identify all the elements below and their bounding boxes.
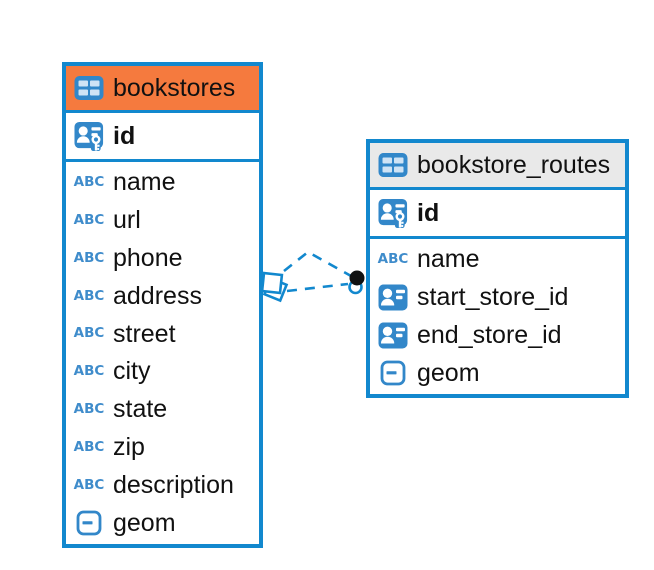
- column-row[interactable]: ABC city: [66, 353, 259, 391]
- table-title: bookstores: [113, 73, 236, 102]
- column-name: geom: [417, 358, 480, 387]
- geometry-type-icon: [72, 510, 106, 536]
- column-row[interactable]: ABC name: [66, 164, 259, 202]
- column-row[interactable]: ABC phone: [66, 240, 259, 278]
- text-type-icon: ABC: [73, 287, 105, 304]
- entity-bookstore-routes[interactable]: bookstore_routes id ABC name: [366, 139, 629, 398]
- table-icon: [377, 152, 409, 178]
- one-end-marker[interactable]: [348, 270, 365, 295]
- column-list: ABC name start_store_id: [370, 239, 625, 394]
- column-row-pk[interactable]: id: [66, 113, 259, 162]
- column-name: url: [113, 206, 141, 235]
- column-row[interactable]: ABC url: [66, 202, 259, 240]
- column-name: name: [417, 245, 480, 274]
- column-name: id: [113, 121, 136, 150]
- column-row[interactable]: ABC state: [66, 391, 259, 429]
- text-type-icon: ABC: [73, 325, 105, 342]
- column-row[interactable]: ABC name: [370, 241, 625, 279]
- column-name: id: [417, 198, 440, 227]
- table-icon: [73, 75, 105, 101]
- column-name: geom: [113, 508, 176, 537]
- foreign-key-icon: [376, 322, 410, 349]
- column-row[interactable]: ABC street: [66, 315, 259, 353]
- geometry-type-icon: [376, 360, 410, 386]
- column-row[interactable]: geom: [370, 354, 625, 392]
- column-name: phone: [113, 243, 183, 272]
- many-end-marker[interactable]: [260, 271, 289, 303]
- text-type-icon: ABC: [377, 251, 409, 268]
- text-type-icon: ABC: [73, 211, 105, 228]
- column-name: street: [113, 319, 176, 348]
- table-header-bookstore-routes[interactable]: bookstore_routes: [370, 143, 625, 190]
- foreign-key-icon: [376, 284, 410, 311]
- text-type-icon: ABC: [73, 174, 105, 191]
- table-title: bookstore_routes: [417, 150, 611, 179]
- column-row[interactable]: start_store_id: [370, 279, 625, 317]
- table-header-bookstores[interactable]: bookstores: [66, 66, 259, 113]
- text-type-icon: ABC: [73, 400, 105, 417]
- text-type-icon: ABC: [73, 363, 105, 380]
- column-list: ABC name ABC url ABC phone ABC address A…: [66, 162, 259, 544]
- column-row[interactable]: ABC zip: [66, 429, 259, 467]
- column-row[interactable]: ABC address: [66, 277, 259, 315]
- column-name: city: [113, 357, 151, 386]
- relationship-lines[interactable]: [283, 250, 352, 293]
- entity-bookstores[interactable]: bookstores id ABC name ABC ur: [62, 62, 263, 548]
- column-name: state: [113, 395, 168, 424]
- column-name: end_store_id: [417, 320, 562, 349]
- column-row[interactable]: end_store_id: [370, 317, 625, 355]
- column-name: start_store_id: [417, 283, 569, 312]
- column-row[interactable]: ABC description: [66, 466, 259, 504]
- text-type-icon: ABC: [73, 249, 105, 266]
- primary-key-icon: [72, 121, 106, 152]
- column-name: address: [113, 281, 202, 310]
- primary-key-icon: [376, 198, 410, 229]
- column-row[interactable]: geom: [66, 504, 259, 542]
- column-row-pk[interactable]: id: [370, 190, 625, 239]
- text-type-icon: ABC: [73, 476, 105, 493]
- column-name: zip: [113, 432, 145, 461]
- text-type-icon: ABC: [73, 438, 105, 455]
- column-name: description: [113, 470, 234, 499]
- column-name: name: [113, 168, 176, 197]
